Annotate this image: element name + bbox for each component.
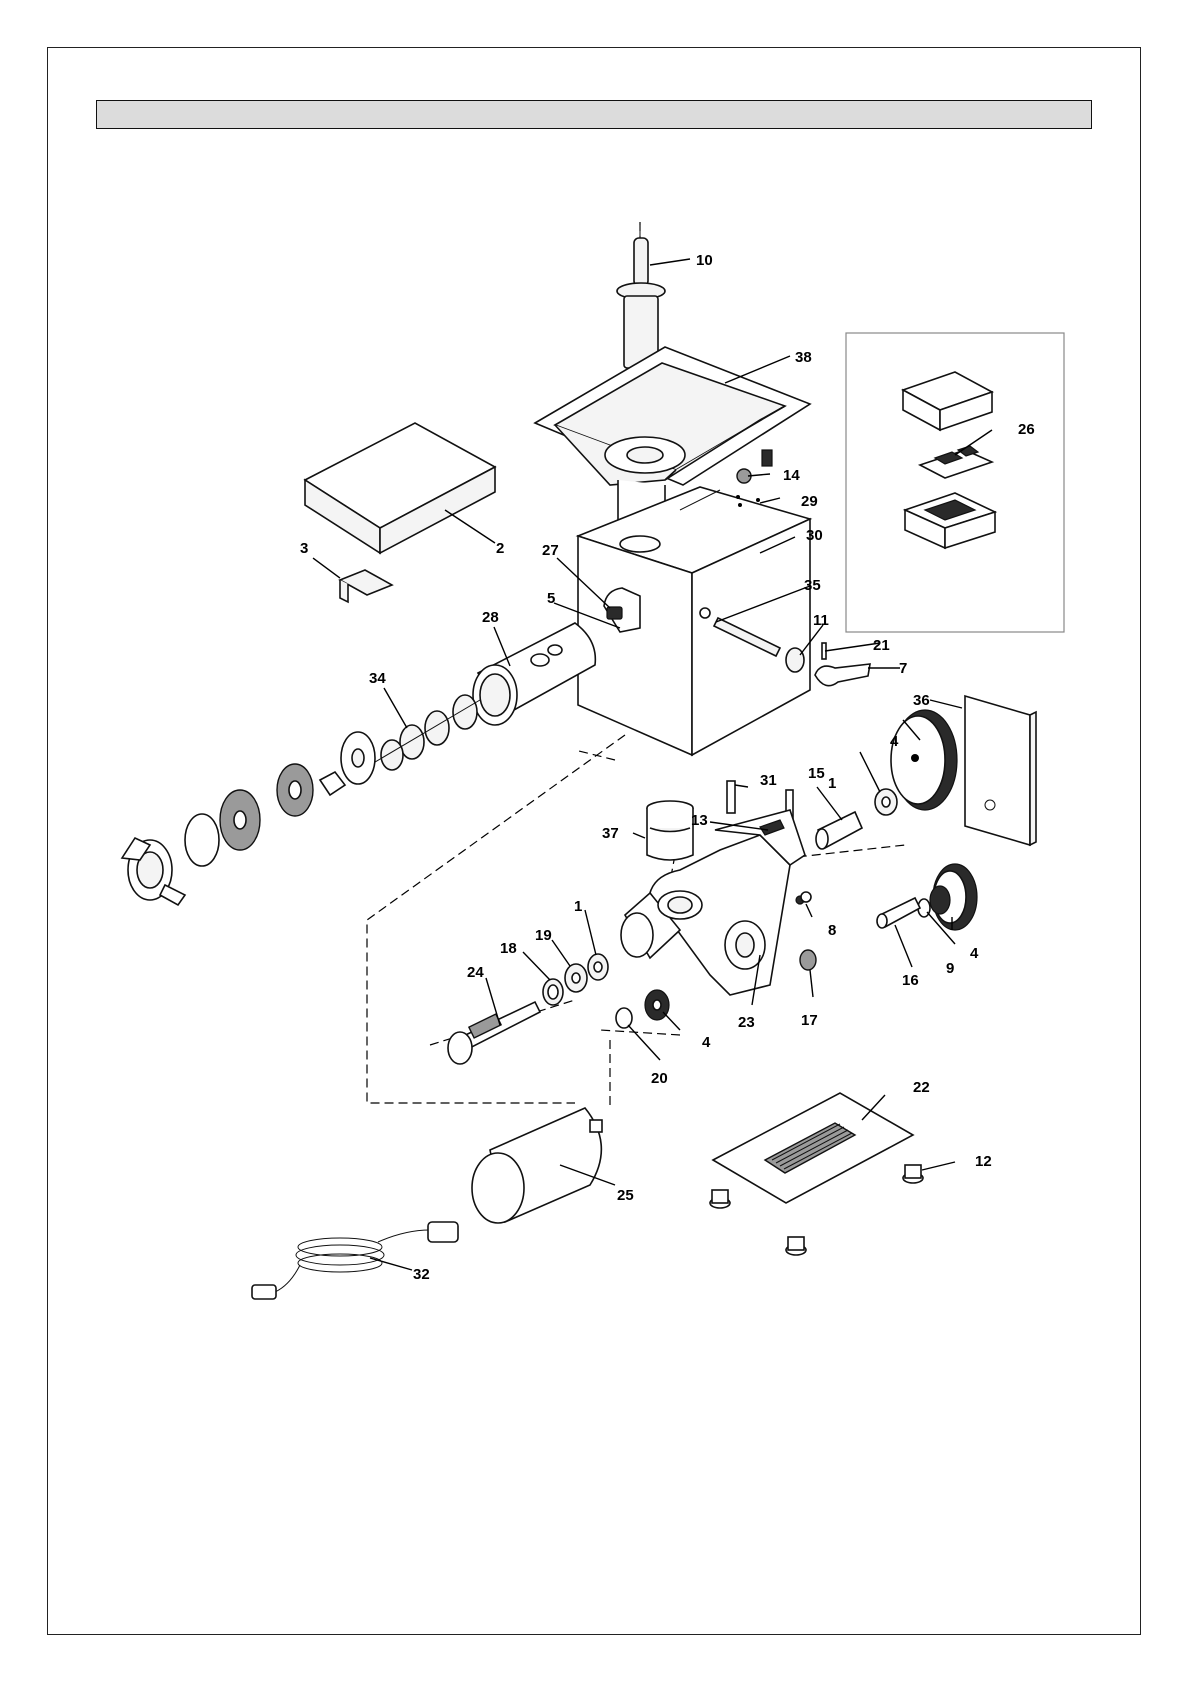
part-label: 31 bbox=[760, 772, 777, 789]
part-label: 4 bbox=[702, 1034, 711, 1051]
part-1-bearing-lower bbox=[588, 954, 608, 980]
part-label: 21 bbox=[873, 637, 890, 654]
part-label: 26 bbox=[1018, 421, 1035, 438]
part-4-gear-large bbox=[891, 710, 957, 810]
part-label: 8 bbox=[828, 922, 836, 939]
part-19-bearing bbox=[565, 964, 587, 992]
part-label: 1 bbox=[574, 898, 582, 915]
part-25-motor bbox=[472, 1108, 602, 1223]
part-label: 2 bbox=[496, 540, 504, 557]
part-label: 3 bbox=[300, 540, 308, 557]
part-label: 14 bbox=[783, 467, 800, 484]
part-label: 37 bbox=[602, 825, 619, 842]
part-label: 17 bbox=[801, 1012, 818, 1029]
part-label: 1 bbox=[828, 775, 836, 792]
part-label: 32 bbox=[413, 1266, 430, 1283]
part-18-seal bbox=[543, 979, 563, 1005]
part-label: 25 bbox=[617, 1187, 634, 1204]
part-label: 7 bbox=[899, 660, 907, 677]
part-label: 27 bbox=[542, 542, 559, 559]
part-28-feed-tube bbox=[473, 623, 595, 725]
part-label: 12 bbox=[975, 1153, 992, 1170]
part-4-gear-right bbox=[930, 864, 977, 930]
part-label: 29 bbox=[801, 493, 818, 510]
part-15-sleeve bbox=[816, 812, 862, 849]
part-11-washer bbox=[786, 648, 804, 672]
part-14-knob bbox=[737, 450, 772, 483]
part-36-plate bbox=[965, 696, 1036, 845]
part-16-shaft bbox=[877, 898, 920, 928]
part-32-cable bbox=[252, 1222, 458, 1299]
part-label: 15 bbox=[808, 765, 825, 782]
part-label: 24 bbox=[467, 964, 484, 981]
grinder-plates bbox=[122, 732, 375, 905]
part-2-cover bbox=[305, 423, 495, 553]
part-7-lever bbox=[815, 664, 870, 686]
part-label: 19 bbox=[535, 927, 552, 944]
part-24-worm-shaft bbox=[448, 1002, 540, 1064]
part-20-washer bbox=[616, 1008, 632, 1028]
part-label: 20 bbox=[651, 1070, 668, 1087]
part-label: 30 bbox=[806, 527, 823, 544]
part-1-bearing-upper bbox=[875, 789, 897, 815]
part-37-cup bbox=[647, 801, 693, 860]
part-3-bracket bbox=[340, 570, 392, 602]
part-label: 4 bbox=[890, 733, 899, 750]
part-label: 9 bbox=[946, 960, 954, 977]
part-10-pusher bbox=[617, 225, 665, 368]
part-label: 38 bbox=[795, 349, 812, 366]
part-8-screw bbox=[801, 892, 811, 902]
part-34-screw bbox=[370, 695, 480, 770]
part-label: 13 bbox=[691, 812, 708, 829]
part-label: 11 bbox=[813, 612, 829, 629]
part-label: 35 bbox=[804, 577, 821, 594]
part-label: 16 bbox=[902, 972, 919, 989]
part-label: 22 bbox=[913, 1079, 930, 1096]
part-label: 23 bbox=[738, 1014, 755, 1031]
part-label: 34 bbox=[369, 670, 386, 687]
part-label: 10 bbox=[696, 252, 713, 269]
part-26-control-unit bbox=[903, 372, 995, 548]
part-label: 28 bbox=[482, 609, 499, 626]
part-label: 18 bbox=[500, 940, 517, 957]
part-22-base-plate bbox=[713, 1093, 913, 1203]
part-label: 36 bbox=[913, 692, 930, 709]
part-17-washer bbox=[800, 950, 816, 970]
part-label: 5 bbox=[547, 590, 555, 607]
part-label: 4 bbox=[970, 945, 979, 962]
